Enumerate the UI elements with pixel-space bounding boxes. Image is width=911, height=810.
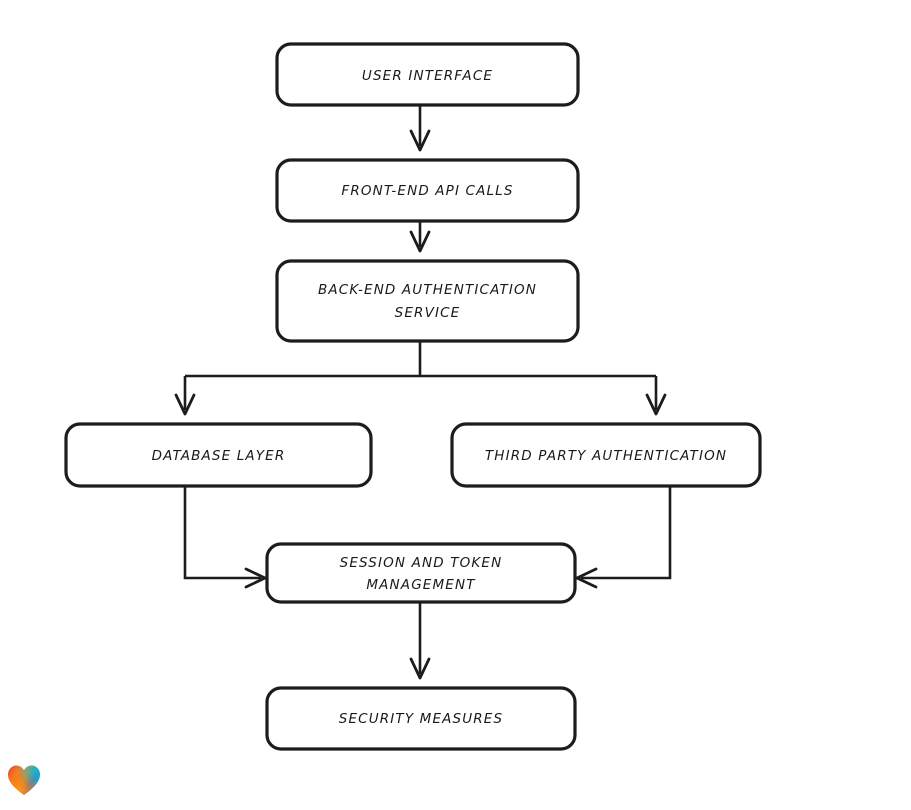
node-user-interface[interactable]: USER INTERFACE bbox=[275, 42, 580, 107]
node-front-end-api-calls-shape[interactable] bbox=[275, 158, 580, 223]
node-security-measures-label: SECURITY MEASURES bbox=[339, 711, 503, 727]
node-security-measures-shape[interactable] bbox=[265, 686, 577, 751]
node-third-party-auth-label: THIRD PARTY AUTHENTICATION bbox=[485, 448, 727, 464]
edge-db-to-session bbox=[183, 486, 267, 589]
node-third-party-auth-shape[interactable] bbox=[450, 422, 762, 488]
edge-backend-to-thirdparty bbox=[645, 376, 667, 416]
connector-layer bbox=[174, 105, 672, 680]
node-back-end-auth-service-label-line2: SERVICE bbox=[395, 305, 461, 321]
edge-thirdparty-to-session bbox=[575, 486, 672, 589]
node-database-layer-label: DATABASE LAYER bbox=[152, 448, 286, 464]
edge-backend-split-bus bbox=[185, 341, 656, 378]
edge-api-to-backend bbox=[409, 221, 431, 253]
node-database-layer[interactable]: DATABASE LAYER bbox=[64, 422, 373, 488]
node-session-token-mgmt-label-line1: SESSION AND TOKEN bbox=[340, 555, 503, 571]
node-front-end-api-calls-label: FRONT-END API CALLS bbox=[341, 183, 513, 199]
node-security-measures[interactable]: SECURITY MEASURES bbox=[265, 686, 577, 751]
node-database-layer-shape[interactable] bbox=[64, 422, 373, 488]
heart-fill bbox=[8, 765, 40, 795]
node-back-end-auth-service-label-line1: BACK-END AUTHENTICATION bbox=[318, 282, 537, 298]
node-third-party-auth[interactable]: THIRD PARTY AUTHENTICATION bbox=[450, 422, 762, 488]
node-back-end-auth-service[interactable]: BACK-END AUTHENTICATION SERVICE bbox=[275, 259, 580, 343]
edge-session-to-security bbox=[409, 602, 431, 680]
edge-backend-to-db bbox=[174, 376, 196, 416]
node-layer: USER INTERFACE FRONT-END API CALLS BACK-… bbox=[64, 42, 762, 751]
node-session-token-mgmt-label-line2: MANAGEMENT bbox=[366, 577, 476, 593]
node-front-end-api-calls[interactable]: FRONT-END API CALLS bbox=[275, 158, 580, 223]
node-user-interface-shape[interactable] bbox=[275, 42, 580, 107]
node-user-interface-label: USER INTERFACE bbox=[362, 68, 493, 84]
node-session-token-mgmt[interactable]: SESSION AND TOKEN MANAGEMENT bbox=[265, 542, 577, 604]
node-session-token-mgmt-shape[interactable] bbox=[265, 542, 577, 604]
edge-ui-to-api bbox=[409, 105, 431, 152]
node-back-end-auth-service-shape[interactable] bbox=[275, 259, 580, 343]
heart-icon[interactable] bbox=[7, 764, 41, 796]
